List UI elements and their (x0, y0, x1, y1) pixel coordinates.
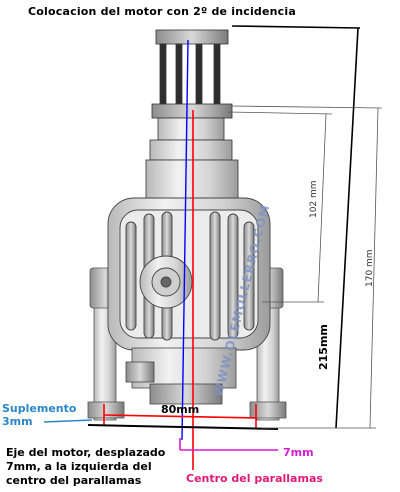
hub-body (157, 117, 225, 141)
bolt-4 (213, 43, 221, 105)
height-215-label: 215mm (317, 324, 330, 370)
left-foot (87, 401, 125, 419)
fin-6 (243, 221, 255, 331)
motor-axis-note-line3: centro del parallamas (6, 474, 142, 487)
suplemento-label: Suplemento (2, 402, 77, 415)
crankcase-top (145, 159, 239, 201)
cylinder-head (107, 197, 271, 351)
bolt-2 (175, 43, 183, 105)
dimension-102 (227, 111, 333, 303)
crank-center (160, 276, 172, 288)
width-80-label: 80mm (161, 403, 200, 416)
offset-7mm-bracket (179, 438, 278, 451)
motor-axis-note-line2: 7mm, a la izquierda del (6, 460, 152, 473)
prop-hub (145, 29, 239, 201)
fin-4 (209, 211, 221, 341)
fin-5 (227, 213, 239, 339)
base-block (149, 383, 223, 405)
base-dimension-80 (103, 404, 257, 428)
suplemento-pointer (43, 419, 93, 423)
fin-1 (125, 221, 137, 331)
height-102-label: 102 mm (309, 180, 319, 218)
dimension-215 (231, 25, 361, 429)
suplemento-value: 3mm (2, 415, 33, 428)
firewall-center-label: Centro del parallamas (186, 472, 323, 485)
offset-7mm-label: 7mm (283, 446, 314, 459)
motor-axis-note-line1: Eje del motor, desplazado (6, 446, 166, 459)
motor-axis-line (181, 39, 189, 441)
lower-body (125, 347, 237, 405)
bolt-3 (195, 43, 203, 105)
hub-ring (151, 103, 233, 119)
hub-neck (149, 139, 233, 161)
dimension-170 (231, 105, 383, 429)
firewall-baseline (87, 424, 279, 430)
right-foot (249, 401, 287, 419)
height-170-label: 170 mm (365, 249, 375, 287)
bolt-1 (159, 43, 167, 105)
top-plate (155, 29, 229, 45)
carburetor (125, 361, 155, 383)
diagram-title: Colocacion del motor con 2º de incidenci… (28, 5, 296, 18)
